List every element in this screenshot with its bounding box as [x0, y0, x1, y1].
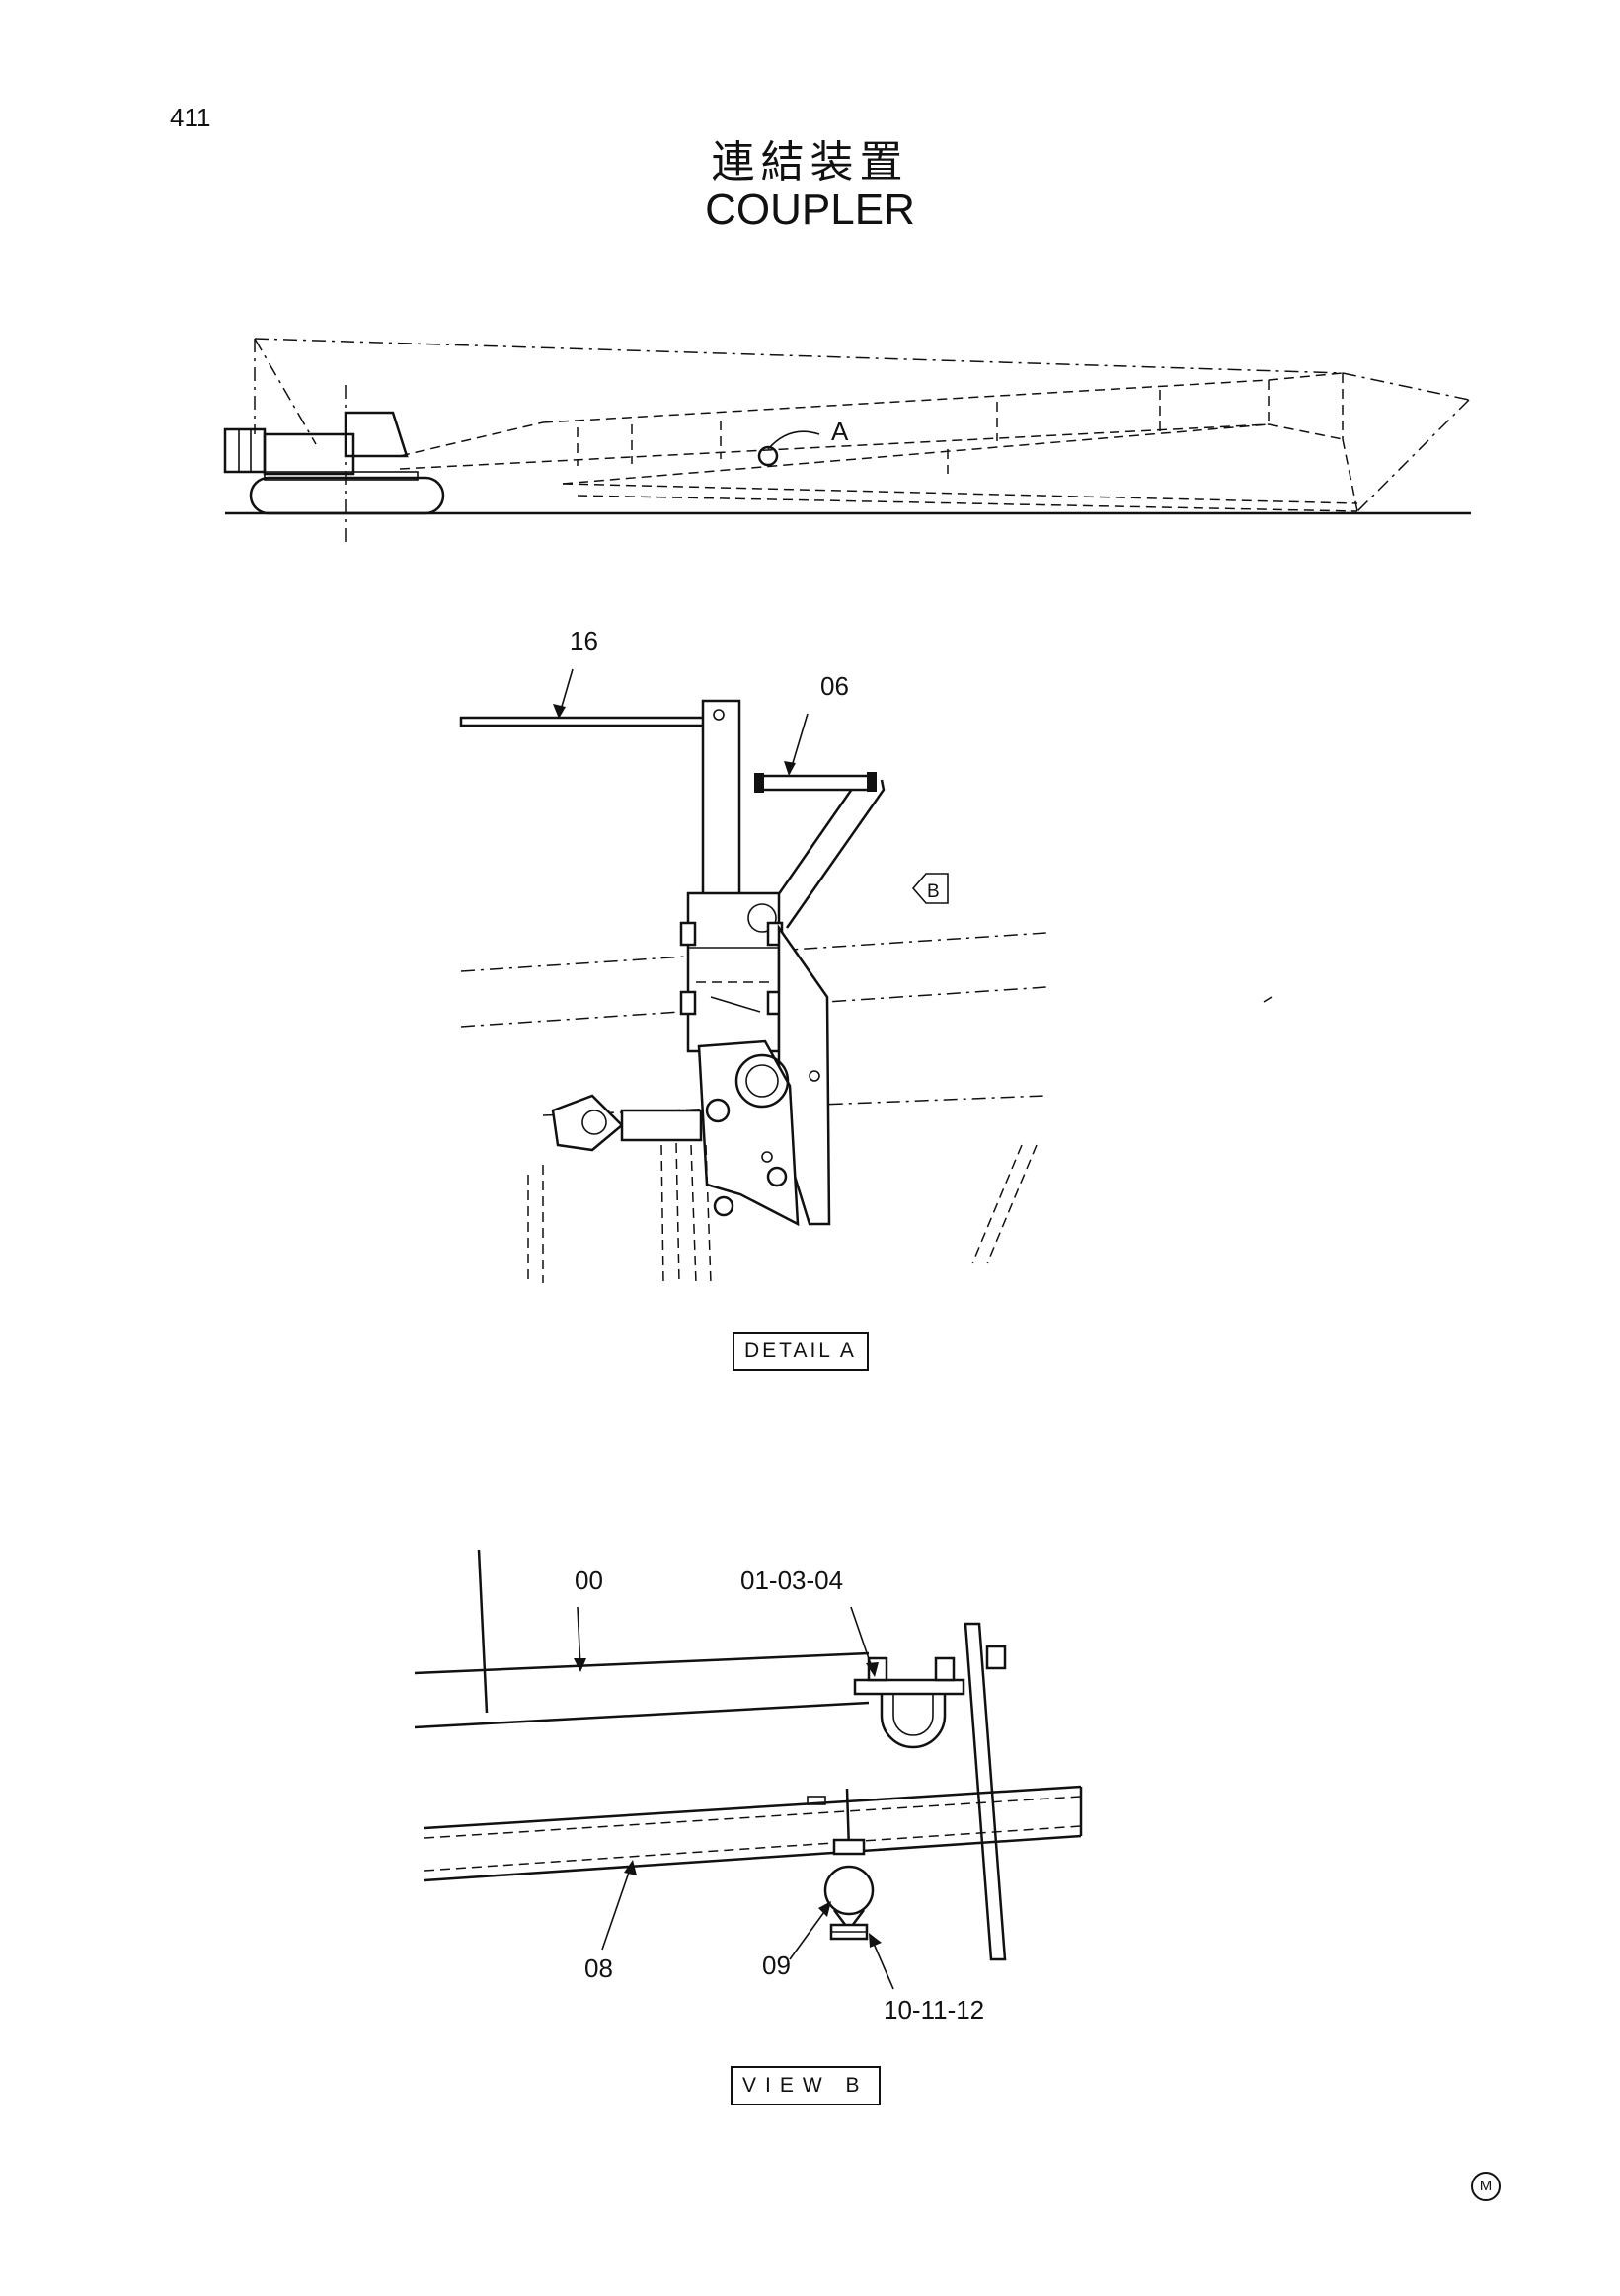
- pin-06: [758, 774, 871, 792]
- overview-diagram: A: [223, 338, 1471, 543]
- vertical-post: [701, 699, 741, 900]
- page-number: 411: [170, 103, 211, 132]
- crawler-track: [249, 476, 445, 515]
- upper-bracket: [686, 891, 781, 1053]
- part-label-10-11-12: 10-11-12: [884, 1995, 984, 2025]
- part-label-16: 16: [570, 626, 598, 655]
- svg-text:B: B: [927, 881, 940, 902]
- page-title-english: COUPLER: [705, 186, 915, 234]
- part-label-00: 00: [575, 1566, 603, 1595]
- callout-point-a: [757, 445, 779, 467]
- view-b-marker: [911, 873, 949, 904]
- view-b-caption: VIEW B: [731, 2066, 881, 2105]
- part-label-06: 06: [820, 671, 849, 701]
- part-label-01-03-04: 01-03-04: [740, 1566, 843, 1595]
- operator-cab: [344, 411, 409, 458]
- part-label-08: 08: [584, 1953, 613, 1983]
- detail-a-caption: DETAIL A: [733, 1332, 869, 1371]
- part-label-09: 09: [762, 1951, 791, 1980]
- u-bolt: [880, 1694, 947, 1749]
- manufacturer-mark: M: [1471, 2172, 1501, 2201]
- counterweight: [223, 427, 267, 474]
- callout-a-label: A: [831, 417, 849, 446]
- machine-house: [263, 432, 355, 476]
- detail-a-drawing: 16 06 B: [459, 626, 1273, 1284]
- clevis: [551, 1094, 624, 1152]
- rod-16: [459, 716, 715, 727]
- u-bolt-plate: [853, 1678, 965, 1696]
- page-title-japanese: 連結装置: [711, 137, 909, 188]
- pipe-clamp-09: [823, 1865, 875, 1916]
- view-b-drawing: 00 01-03-04 08 09 10-11-12: [414, 1549, 1083, 2025]
